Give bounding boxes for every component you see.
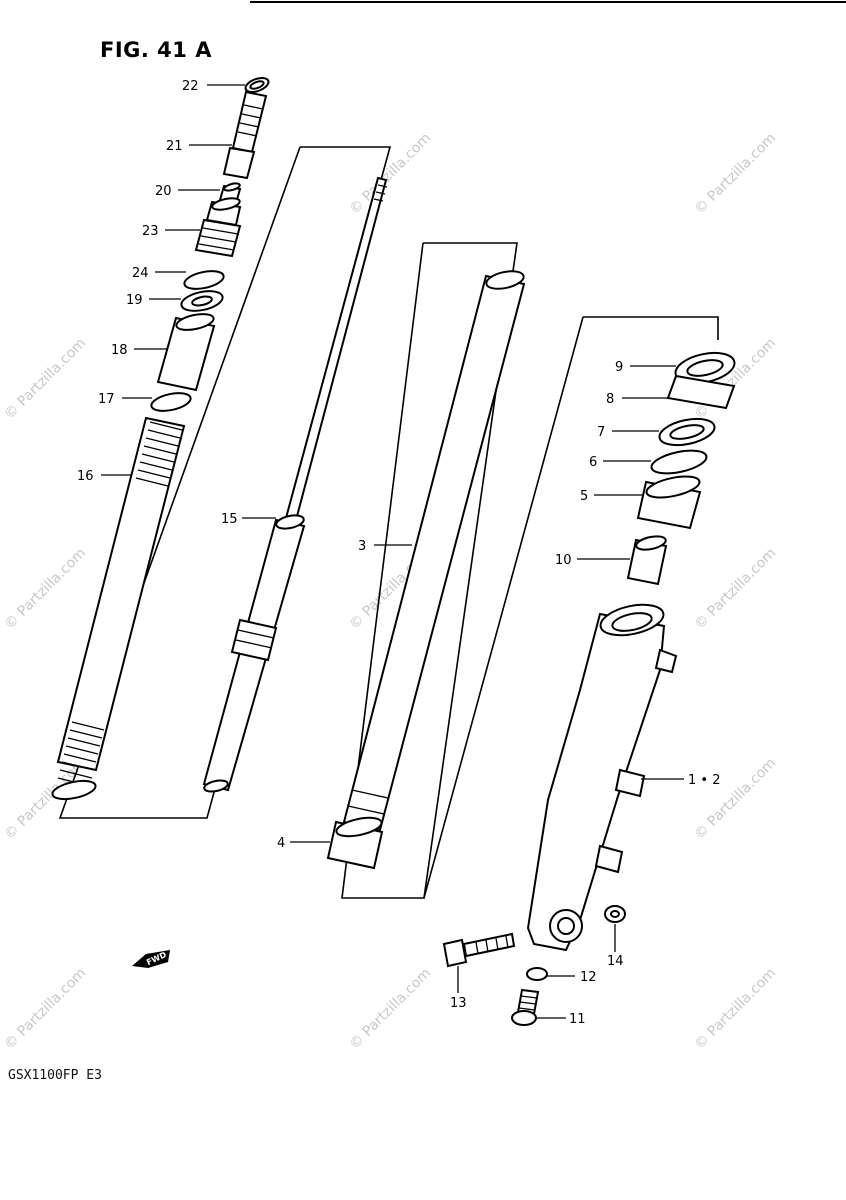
watermark: © Partzilla.com bbox=[692, 755, 780, 843]
callout-6: 6 bbox=[589, 455, 597, 470]
callout-17: 17 bbox=[98, 392, 115, 407]
washer-part bbox=[526, 967, 548, 981]
fwd-arrow-icon: FWD bbox=[132, 950, 170, 968]
callout-20: 20 bbox=[155, 184, 172, 199]
watermark: © Partzilla.com bbox=[2, 755, 90, 843]
spacer-part bbox=[156, 313, 216, 392]
callout-3: 3 bbox=[358, 539, 366, 554]
callout-24: 24 bbox=[132, 266, 149, 281]
inner-tube-part bbox=[342, 270, 526, 832]
callout-16: 16 bbox=[77, 469, 94, 484]
damper-rod-part bbox=[202, 176, 388, 793]
callout-19: 19 bbox=[126, 293, 143, 308]
callout-5: 5 bbox=[580, 489, 588, 504]
watermark: © Partzilla.com bbox=[692, 130, 780, 218]
adjuster-rod-part bbox=[222, 90, 268, 180]
callout-11: 11 bbox=[569, 1012, 586, 1027]
guide-bushing-part bbox=[636, 475, 702, 530]
nut-part bbox=[604, 905, 626, 923]
group-frame-edge bbox=[423, 316, 584, 899]
callout-18: 18 bbox=[111, 343, 128, 358]
bushing-part bbox=[626, 535, 668, 586]
dust-seal-part bbox=[666, 351, 736, 410]
cap-bolt-part bbox=[194, 197, 242, 258]
watermark: © Partzilla.com bbox=[2, 335, 90, 423]
leader-lines bbox=[101, 84, 684, 1019]
watermark: © Partzilla.com bbox=[692, 965, 780, 1053]
watermark: © Partzilla.com bbox=[692, 545, 780, 633]
callout-12: 12 bbox=[580, 970, 597, 985]
callout-14: 14 bbox=[607, 954, 624, 969]
model-code: GSX1100FP E3 bbox=[8, 1068, 102, 1083]
oil-seal-part bbox=[658, 417, 716, 447]
callout-13: 13 bbox=[450, 996, 467, 1011]
axle-bolt-part bbox=[442, 932, 516, 968]
fork-spring-part bbox=[51, 416, 186, 801]
washer-part bbox=[150, 392, 192, 412]
slide-bushing-part bbox=[326, 816, 384, 870]
callout-8: 8 bbox=[606, 392, 614, 407]
drain-bolt-part bbox=[511, 988, 540, 1026]
o-ring-part bbox=[244, 77, 270, 93]
o-ring-part bbox=[183, 270, 225, 290]
callout-15: 15 bbox=[221, 512, 238, 527]
group-frame-outer-tube bbox=[583, 316, 719, 340]
washer-part bbox=[650, 449, 708, 475]
figure-title: FIG. 41 A bbox=[100, 38, 212, 62]
watermark: © Partzilla.com bbox=[2, 545, 90, 633]
callout-10: 10 bbox=[555, 553, 572, 568]
callout-7: 7 bbox=[597, 425, 605, 440]
watermark: © Partzilla.com bbox=[347, 130, 435, 218]
callout-23: 23 bbox=[142, 224, 159, 239]
callout-4: 4 bbox=[277, 836, 285, 851]
watermark: © Partzilla.com bbox=[347, 965, 435, 1053]
callout-9: 9 bbox=[615, 360, 623, 375]
outer-tube-part bbox=[526, 603, 678, 952]
watermark: © Partzilla.com bbox=[2, 965, 90, 1053]
callout-1-2: 1 • 2 bbox=[688, 773, 720, 788]
callout-22: 22 bbox=[182, 79, 199, 94]
callout-labels: 22 21 20 23 24 19 18 17 16 15 3 9 8 7 6 … bbox=[77, 79, 720, 1027]
callout-21: 21 bbox=[166, 139, 183, 154]
washer-part bbox=[180, 290, 224, 312]
